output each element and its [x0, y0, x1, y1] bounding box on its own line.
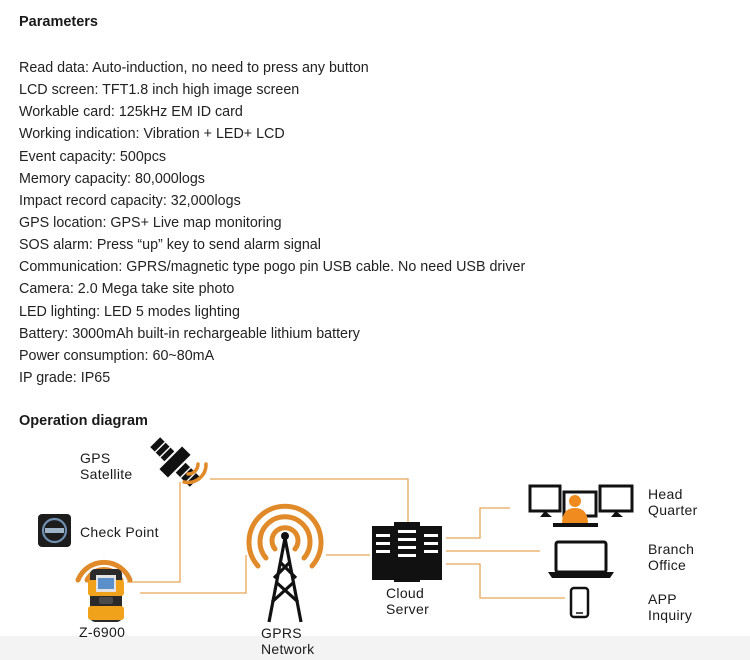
- branch-office-laptop-icon: [548, 540, 614, 578]
- parameter-item: Memory capacity: 80,000logs: [19, 170, 205, 187]
- satellite-signal-icon: [182, 462, 208, 485]
- parameter-item: Power consumption: 60~80mA: [19, 347, 215, 364]
- parameter-item: Impact record capacity: 32,000logs: [19, 192, 241, 209]
- satellite-icon: [150, 437, 200, 487]
- parameter-item: IP grade: IP65: [19, 369, 111, 386]
- parameter-item: Event capacity: 500pcs: [19, 148, 167, 165]
- line-server-to-app: [446, 563, 565, 599]
- line-server-to-hq: [446, 507, 510, 539]
- check-point-reader-icon: [38, 514, 71, 547]
- gprs-tower-icon: [267, 537, 303, 623]
- line-device-to-satellite: [127, 482, 181, 583]
- parameter-item: LCD screen: TFT1.8 inch high image scree…: [19, 82, 300, 99]
- parameter-item: Read data: Auto-induction, no need to pr…: [19, 60, 369, 76]
- operation-diagram-heading: Operation diagram: [19, 413, 148, 429]
- app-inquiry-phone-icon: [569, 586, 590, 619]
- cloud-server-icon: [372, 522, 442, 582]
- gprs-signal-icon: [246, 503, 324, 569]
- parameter-item: LED lighting: LED 5 modes lighting: [19, 303, 240, 320]
- head-quarter-icon: [528, 484, 634, 527]
- line-satellite-to-server: [210, 478, 409, 522]
- line-device-to-tower: [140, 555, 247, 594]
- parameters-heading: Parameters: [19, 14, 98, 30]
- parameter-item: Workable card: 125kHz EM ID card: [19, 104, 243, 121]
- device-label: Z-6900: [79, 624, 126, 640]
- parameter-item: Working indication: Vibration + LED+ LCD: [19, 126, 285, 143]
- parameter-item: Communication: GPRS/magnetic type pogo p…: [19, 259, 526, 276]
- parameter-item: SOS alarm: Press “up” key to send alarm …: [19, 237, 321, 254]
- connector-lines: [127, 478, 565, 599]
- z6900-device-icon: [88, 569, 124, 622]
- parameters-list: Read data: Auto-induction, no need to pr…: [19, 57, 525, 389]
- parameter-item: GPS location: GPS+ Live map monitoring: [19, 214, 282, 231]
- tower-top-icon: [281, 532, 289, 540]
- parameter-item: Battery: 3000mAh built-in rechargeable l…: [19, 325, 360, 342]
- operation-diagram: [38, 437, 634, 623]
- parameter-item: Camera: 2.0 Mega take site photo: [19, 281, 235, 298]
- check-point-label: Check Point: [80, 524, 159, 540]
